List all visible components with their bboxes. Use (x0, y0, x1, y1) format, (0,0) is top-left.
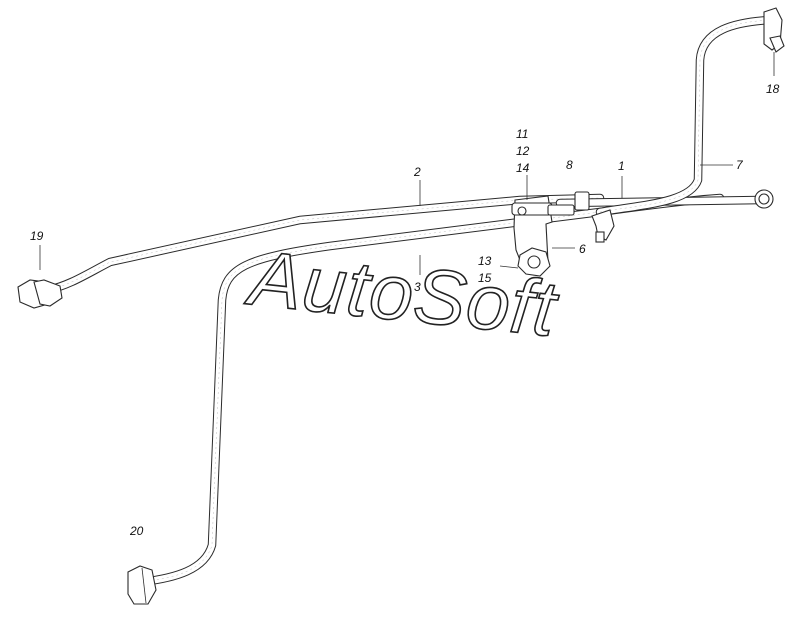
watermark: AutoSoft (242, 233, 563, 353)
leader-lines (39, 52, 775, 275)
callout-7: 7 (736, 158, 744, 172)
callout-6: 6 (579, 242, 586, 256)
callout-3: 3 (414, 280, 421, 294)
callout-15: 15 (478, 271, 492, 285)
fitting-18 (763, 7, 785, 53)
callout-8: 8 (566, 158, 573, 172)
callout-18: 18 (766, 82, 780, 96)
fitting-20 (127, 565, 157, 605)
tube-end-right (754, 189, 774, 209)
callout-2: 2 (413, 165, 421, 179)
collar-8 (574, 191, 590, 211)
callout-20: 20 (129, 524, 144, 538)
callout-14: 14 (516, 161, 530, 175)
callout-11: 11 (516, 127, 528, 141)
callout-1: 1 (618, 159, 625, 173)
callout-19: 19 (30, 229, 44, 243)
clip-6 (591, 209, 615, 243)
tube-7 (595, 15, 775, 217)
fitting-19 (17, 279, 63, 309)
callout-13: 13 (478, 254, 492, 268)
nut-13 (517, 247, 551, 277)
callouts: 1 2 3 6 7 8 11 12 14 13 15 18 19 20 (30, 82, 780, 538)
callout-12: 12 (516, 144, 530, 158)
